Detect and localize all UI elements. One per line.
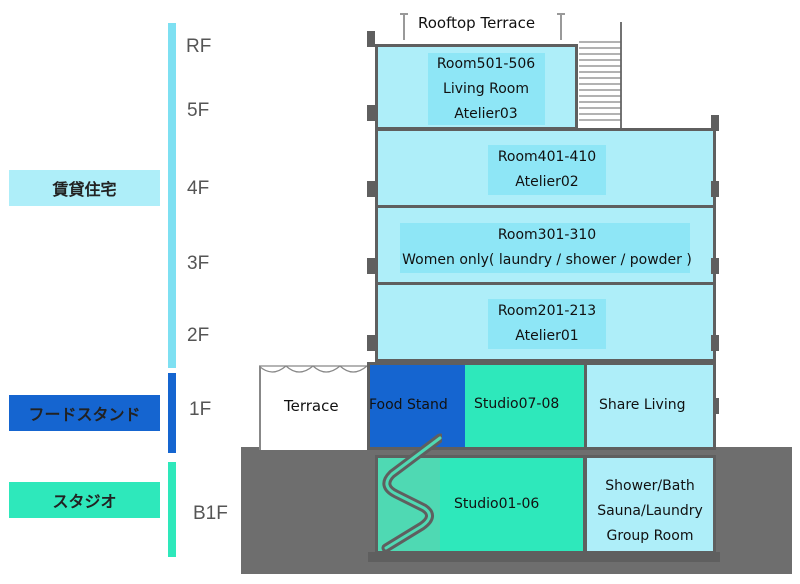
floor-label-2f: 2F (187, 325, 210, 346)
rooftop-railing-left (403, 14, 405, 40)
b1-amenities-text: Shower/Bath Sauna/Laundry Group Room (584, 474, 716, 549)
category-food-stand: フードスタンド (9, 395, 160, 431)
room-4f-line-2: Atelier02 (515, 174, 579, 190)
room-4f-line-1: Room401-410 (497, 149, 597, 165)
foundation-slab (368, 552, 720, 562)
rental-bar (168, 23, 176, 368)
studio-07-08 (465, 362, 585, 450)
food-stand (367, 362, 467, 450)
room-5f-line-3: Atelier03 (454, 106, 518, 122)
terrace-post (259, 366, 261, 450)
floor-label-rf: RF (186, 36, 212, 57)
room-5f-line-1: Room501-506 (436, 56, 536, 72)
exterior-stairs (579, 22, 622, 130)
room-5f-label-bg (428, 53, 545, 125)
spiral-stairs (381, 433, 442, 553)
floor-label-5f: 5F (187, 100, 210, 121)
rooftop-railing-right (560, 14, 562, 40)
food-stand-bar (168, 373, 176, 453)
room-2f-text: Room201-213 Atelier01 (375, 299, 719, 349)
floor-label-3f: 3F (187, 253, 210, 274)
category-food-stand-label: フードスタンド (28, 405, 141, 424)
category-rental: 賃貸住宅 (9, 170, 160, 206)
share-living-label: Share Living (599, 397, 686, 413)
room-2f-line-2: Atelier01 (515, 328, 579, 344)
room-3f-text: Room301-310 Women only( laundry / shower… (375, 223, 719, 273)
room-4f-text: Room401-410 Atelier02 (375, 145, 719, 195)
terrace-awning (259, 365, 369, 373)
room-2f-label-bg (488, 299, 606, 349)
studio-07-08-label: Studio07-08 (474, 396, 560, 412)
b1-amenities (584, 455, 716, 554)
studio-01-06-label: Studio01-06 (454, 496, 540, 512)
category-studio: スタジオ (9, 482, 160, 518)
terrace-area (259, 366, 367, 450)
room-3f-label-bg (400, 223, 690, 273)
room-5f-text: Room501-506 Living Room Atelier03 (375, 52, 597, 127)
room-2f-line-1: Room201-213 (497, 303, 597, 319)
floor-label-4f: 4F (187, 178, 210, 199)
share-living (584, 362, 716, 450)
room-3f-line-2: Women only( laundry / shower / powder ) (402, 252, 692, 268)
floor-label-b1f: B1F (193, 503, 228, 524)
category-studio-label: スタジオ (52, 492, 117, 511)
studio-bar (168, 462, 176, 557)
room-5f-line-2: Living Room (443, 81, 529, 97)
rooftop-terrace-label: Rooftop Terrace (418, 14, 536, 32)
b1-amenities-line-2: Sauna/Laundry (597, 503, 703, 519)
rooftop-railing-top (400, 13, 408, 15)
room-3f-line-1: Room301-310 (497, 227, 597, 243)
b1-amenities-line-3: Group Room (606, 528, 694, 544)
rooftop-railing-top2 (557, 13, 565, 15)
room-4f-label-bg (488, 145, 606, 195)
b1-amenities-line-1: Shower/Bath (605, 478, 695, 494)
terrace-label: Terrace (284, 397, 339, 415)
floor-label-1f: 1F (189, 399, 212, 420)
category-rental-label: 賃貸住宅 (52, 180, 117, 199)
food-stand-label: Food Stand (369, 397, 448, 413)
